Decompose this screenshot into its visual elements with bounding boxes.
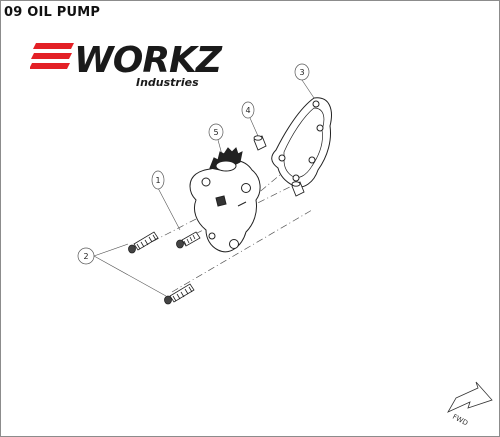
callout-2-label: 2 <box>83 252 88 261</box>
screw-long-lower <box>164 283 195 305</box>
page-title: 09 OIL PUMP <box>4 5 101 20</box>
logo-brand: WORKZ <box>74 40 223 81</box>
workz-logo: WORKZ Industries <box>30 40 224 89</box>
fwd-label: FWD <box>451 413 469 428</box>
callout-1-label: 1 <box>155 176 160 185</box>
callout-3-label: 3 <box>299 68 304 77</box>
callout-4-label: 4 <box>245 106 250 115</box>
callout-5: 5 <box>208 123 224 141</box>
dowel-pins <box>253 135 305 197</box>
callout-5-label: 5 <box>213 128 218 137</box>
assembly-centerlines <box>139 147 313 293</box>
callout-2: 2 <box>77 247 95 265</box>
logo-speed-stripes <box>30 43 74 69</box>
callout-1: 1 <box>151 170 165 190</box>
pump-gasket <box>271 97 332 188</box>
callout-3: 3 <box>294 63 310 81</box>
screw-long-upper <box>128 231 159 254</box>
callout-4: 4 <box>241 101 255 119</box>
logo-tagline: Industries <box>136 76 199 89</box>
oil-pump-body <box>189 147 261 253</box>
screw-short <box>176 231 201 249</box>
fwd-arrow-icon: FWD <box>447 381 493 428</box>
